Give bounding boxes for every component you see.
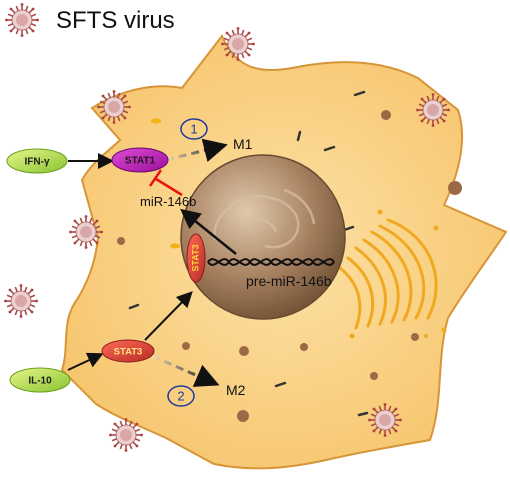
il10-label: IL-10	[28, 376, 52, 387]
step-2-marker: 2	[167, 385, 195, 407]
mir146b-label: miR-146b	[140, 194, 196, 209]
golgi-apparatus	[338, 218, 438, 330]
il10-ligand: IL-10	[9, 367, 71, 393]
stat3-label: STAT3	[114, 347, 143, 358]
cytoplasm-granules	[117, 110, 462, 422]
arrow-stat3-to-nucleus	[144, 291, 193, 341]
step-1-marker: 1	[180, 118, 208, 140]
stat1-label: STAT1	[125, 156, 156, 167]
stat3-protein: STAT3	[101, 339, 155, 363]
dna-helix	[207, 258, 335, 266]
virus-icon	[68, 214, 104, 250]
virus-icon	[367, 402, 403, 438]
nucleus	[180, 154, 346, 320]
inhibition-mir-stat1	[148, 169, 183, 197]
virus-icon	[220, 26, 256, 62]
ifn-gamma-ligand: IFN-γ	[6, 148, 68, 174]
virus-icon	[4, 2, 40, 38]
arrow-stat1-to-m1	[165, 138, 228, 163]
legend-label: SFTS virus	[56, 7, 175, 34]
ifn-gamma-label: IFN-γ	[25, 157, 50, 168]
virus-icon	[415, 92, 451, 128]
virus-icon	[96, 89, 132, 125]
m1-label: M1	[233, 136, 253, 152]
stat1-protein: STAT1	[111, 147, 169, 173]
virus-icon	[3, 283, 39, 319]
arrow-il10-to-stat3	[67, 352, 104, 371]
virus-icon	[108, 417, 144, 453]
stat3-nuclear: STAT3	[186, 233, 206, 283]
step-1-label: 1	[190, 121, 197, 136]
step-2-label: 2	[177, 388, 184, 403]
premir146b-label: pre-miR-146b	[246, 273, 332, 289]
m2-label: M2	[226, 382, 246, 398]
stat3-nuclear-label: STAT3	[190, 244, 200, 271]
arrow-premir-to-mir	[180, 208, 237, 255]
arrow-stat3-to-m2	[151, 354, 220, 387]
